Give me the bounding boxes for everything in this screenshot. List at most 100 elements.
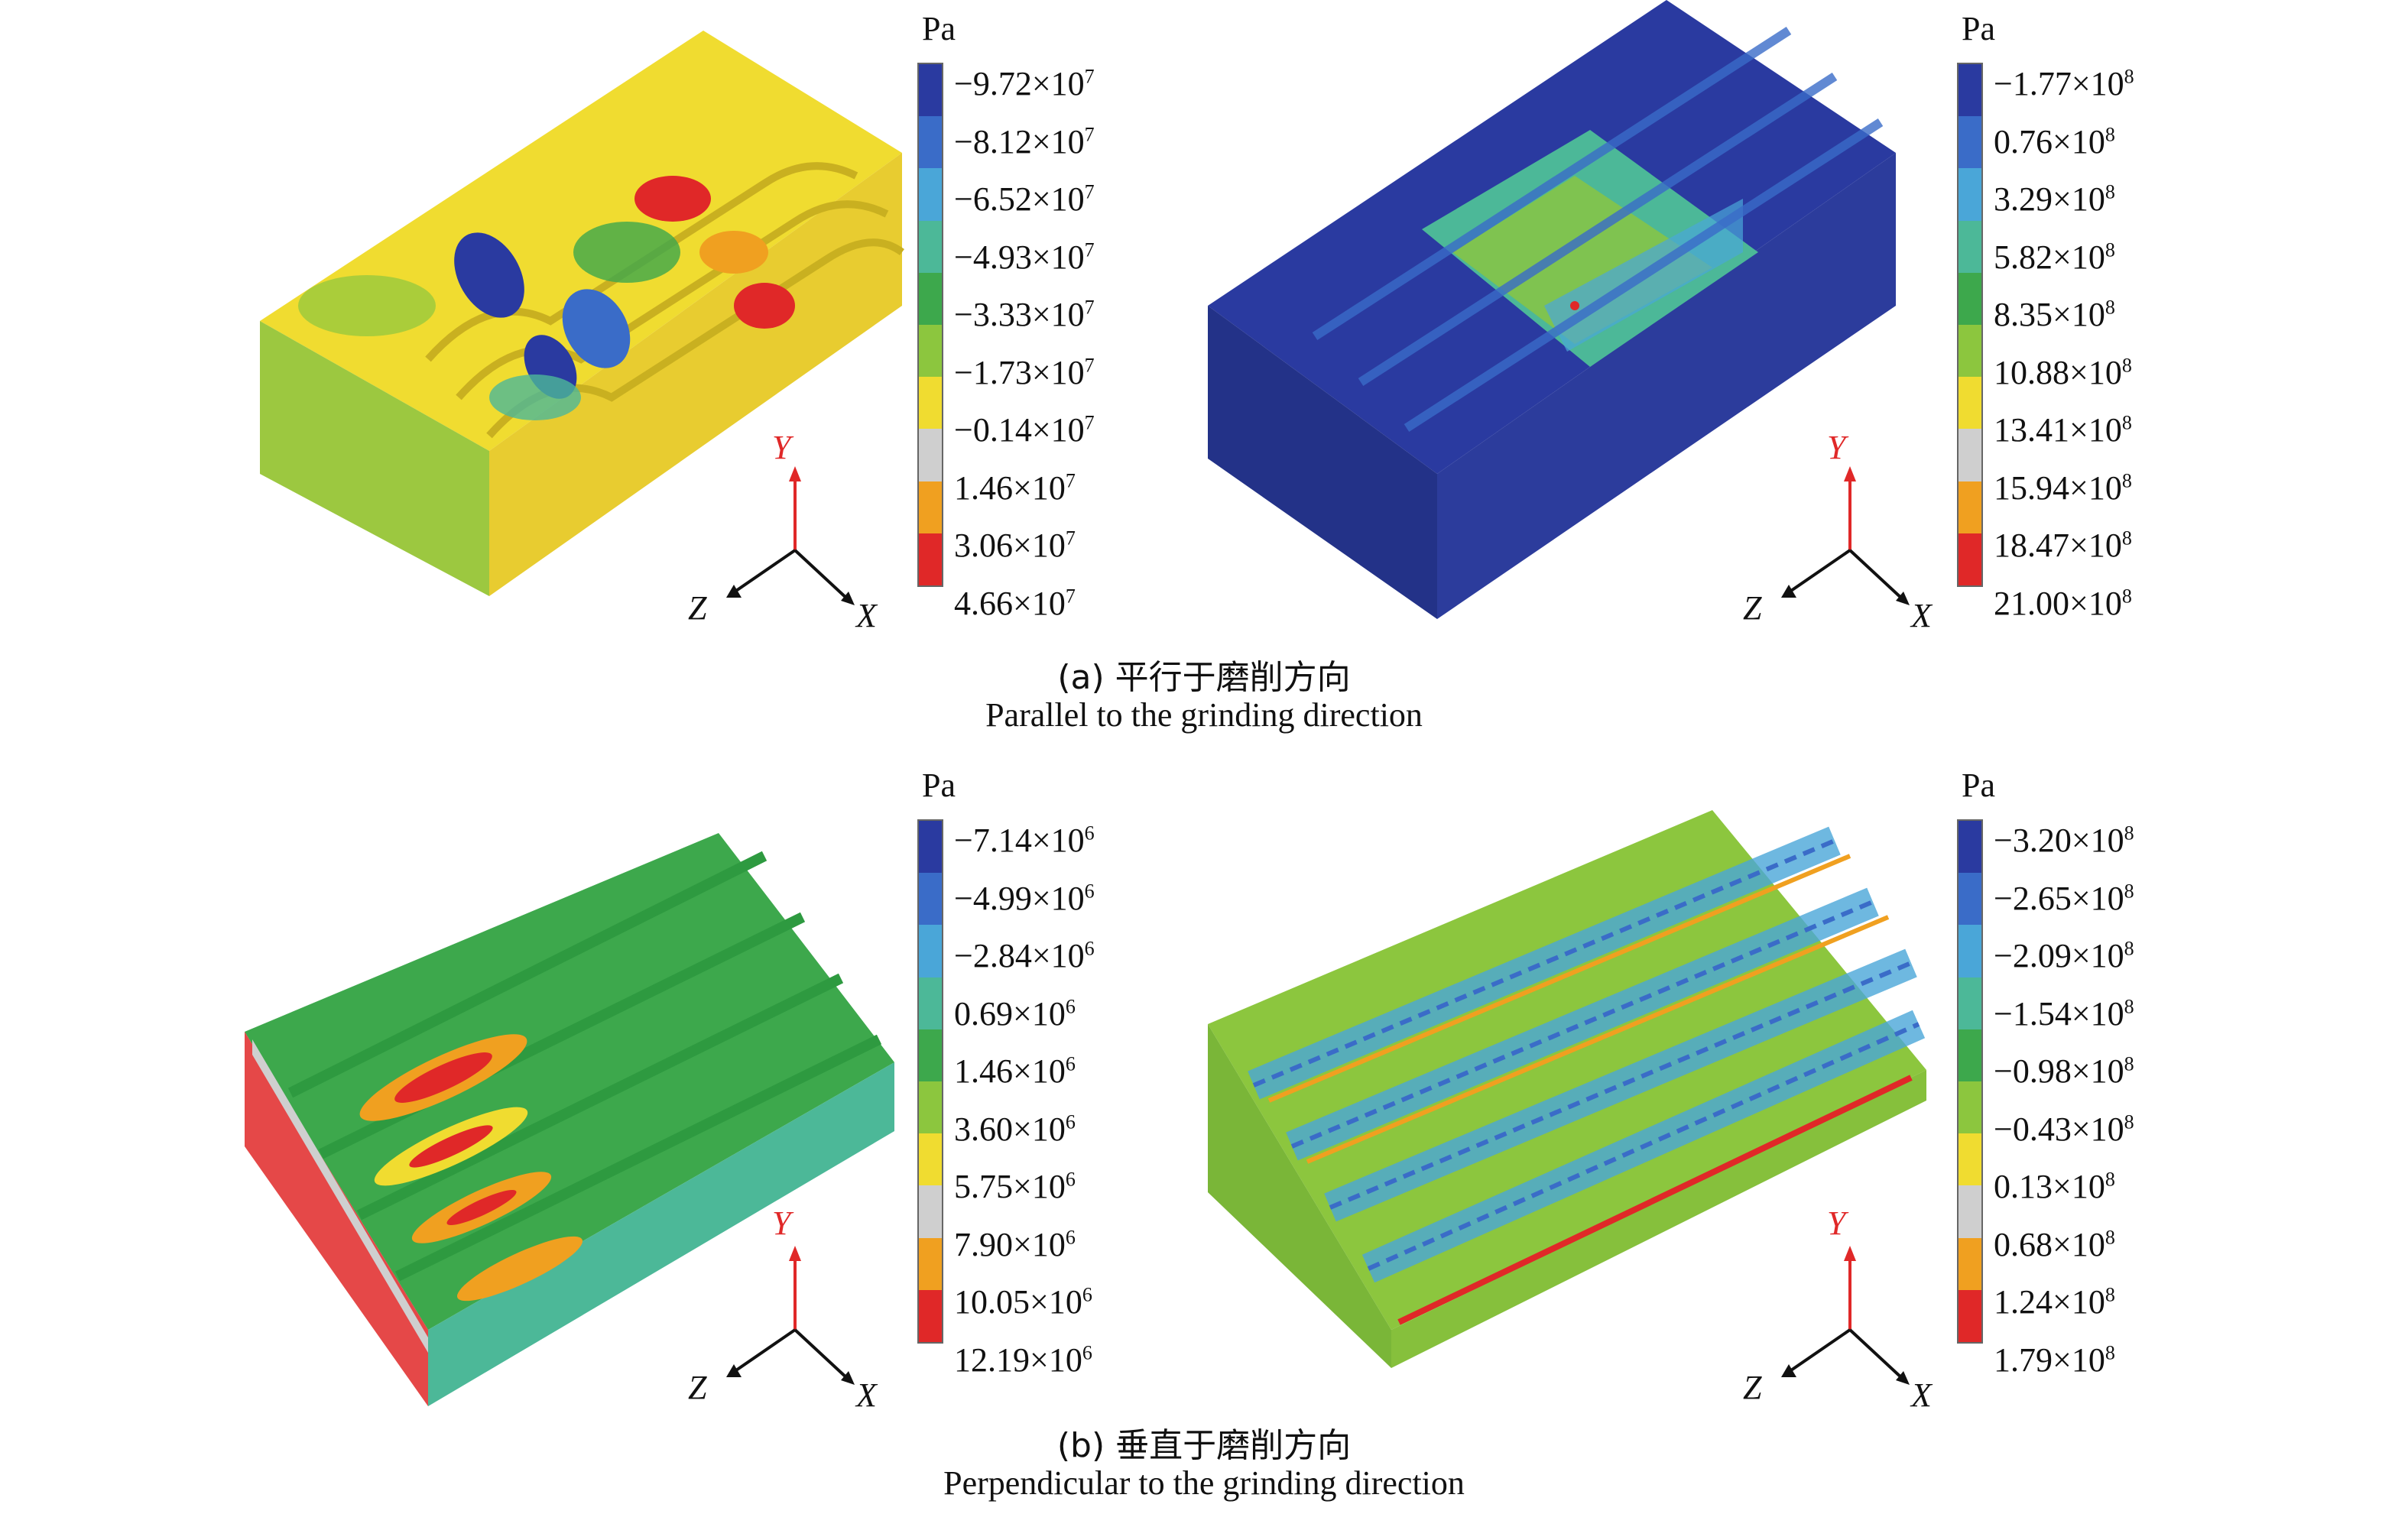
legend-color-bar bbox=[917, 63, 943, 587]
legend-label-mantissa: 10.88×10 bbox=[1994, 353, 2122, 391]
legend-label-exponent: 7 bbox=[1084, 180, 1095, 203]
legend-label: −9.72×107 bbox=[954, 64, 1095, 103]
legend-label-exponent: 8 bbox=[2121, 468, 2132, 491]
legend-label: −4.99×106 bbox=[954, 879, 1095, 918]
legend-label-mantissa: −2.09×10 bbox=[1994, 937, 2124, 974]
legend-label-mantissa: 21.00×10 bbox=[1994, 584, 2122, 622]
legend-unit: Pa bbox=[922, 767, 956, 804]
legend-swatch bbox=[919, 873, 942, 926]
legend-label-mantissa: 1.46×10 bbox=[954, 468, 1066, 507]
legend-color-bar bbox=[1957, 63, 1983, 587]
legend-label: −2.65×108 bbox=[1994, 879, 2134, 918]
legend-swatch bbox=[1959, 168, 1981, 221]
legend-label-exponent: 8 bbox=[2124, 65, 2134, 88]
model-a-left bbox=[260, 31, 904, 596]
legend-label-exponent: 8 bbox=[2124, 1052, 2134, 1075]
legend-swatch bbox=[1959, 873, 1981, 926]
legend-swatch bbox=[1959, 821, 1981, 874]
legend-label-mantissa: −0.14×10 bbox=[954, 411, 1085, 449]
axis-y-label: Y bbox=[1827, 429, 1849, 466]
legend-swatch bbox=[919, 1289, 942, 1342]
legend-label-mantissa: 5.75×10 bbox=[954, 1168, 1066, 1205]
legend-swatch bbox=[919, 481, 942, 533]
legend-label: 7.90×106 bbox=[954, 1225, 1076, 1264]
legend-label-mantissa: 15.94×10 bbox=[1994, 468, 2122, 507]
legend-label-exponent: 7 bbox=[1084, 296, 1095, 319]
legend-label-mantissa: 7.90×10 bbox=[954, 1225, 1066, 1263]
legend-label-exponent: 8 bbox=[2124, 879, 2134, 902]
legend-b-right: Pa−3.20×108−2.65×108−2.09×108−1.54×108−0… bbox=[1957, 764, 2217, 1379]
legend-label-exponent: 6 bbox=[1084, 937, 1095, 960]
legend-unit: Pa bbox=[1962, 10, 1995, 47]
legend-label: 0.76×108 bbox=[1994, 122, 2115, 161]
legend-label-mantissa: −3.33×10 bbox=[954, 296, 1085, 333]
axis-z-label: Z bbox=[688, 589, 707, 627]
legend-label: −1.73×107 bbox=[954, 353, 1095, 392]
legend-swatch bbox=[1959, 1289, 1981, 1342]
legend-label: −7.14×106 bbox=[954, 821, 1095, 860]
legend-color-bar bbox=[917, 819, 943, 1344]
legend-swatch bbox=[1959, 272, 1981, 325]
legend-label-mantissa: −6.52×10 bbox=[954, 180, 1085, 218]
legend-label: −1.54×108 bbox=[1994, 994, 2134, 1033]
legend-label-exponent: 8 bbox=[2105, 1168, 2115, 1191]
legend-label-mantissa: −4.93×10 bbox=[954, 238, 1085, 276]
axis-triad-a-left: Y X Z bbox=[688, 429, 878, 634]
legend-label-mantissa: 1.24×10 bbox=[1994, 1283, 2105, 1321]
legend-label: −6.52×107 bbox=[954, 180, 1095, 219]
legend-swatch bbox=[919, 324, 942, 378]
legend-label: 0.69×106 bbox=[954, 994, 1076, 1033]
legend-swatch bbox=[919, 1185, 942, 1238]
legend-label: 3.06×107 bbox=[954, 526, 1076, 565]
legend-label-exponent: 8 bbox=[2105, 122, 2115, 145]
legend-label-mantissa: −2.65×10 bbox=[1994, 879, 2124, 917]
legend-swatch bbox=[919, 821, 942, 874]
legend-swatch bbox=[919, 64, 942, 117]
legend-label: −3.20×108 bbox=[1994, 821, 2134, 860]
legend-label-mantissa: −1.73×10 bbox=[954, 353, 1085, 391]
legend-label-mantissa: −2.84×10 bbox=[954, 937, 1085, 974]
legend-label-exponent: 7 bbox=[1084, 411, 1095, 434]
legend-label-mantissa: −8.12×10 bbox=[954, 122, 1085, 160]
legend-label-exponent: 8 bbox=[2105, 1225, 2115, 1248]
legend-label: −2.09×108 bbox=[1994, 936, 2134, 975]
panel-b-figure: Y X Z Y X Z bbox=[245, 810, 1933, 1414]
legend-swatch bbox=[1959, 1081, 1981, 1134]
caption-b-zh: (b) 垂直于磨削方向 bbox=[1056, 1426, 1352, 1465]
legend-label-mantissa: 3.29×10 bbox=[1994, 180, 2105, 218]
legend-swatch bbox=[1959, 481, 1981, 533]
legend-label-mantissa: 3.06×10 bbox=[954, 527, 1066, 564]
legend-label-mantissa: 1.79×10 bbox=[1994, 1341, 2105, 1379]
legend-label-exponent: 6 bbox=[1065, 1110, 1076, 1133]
legend-swatch bbox=[1959, 429, 1981, 481]
legend-label-mantissa: −7.14×10 bbox=[954, 822, 1085, 859]
axis-y-label: Y bbox=[772, 429, 794, 466]
legend-label-mantissa: −9.72×10 bbox=[954, 65, 1085, 102]
legend-label: 3.29×108 bbox=[1994, 180, 2115, 219]
axis-x-label: X bbox=[1910, 597, 1933, 634]
legend-swatch bbox=[1959, 377, 1981, 430]
legend-label: 10.88×108 bbox=[1994, 353, 2132, 392]
legend-label-mantissa: −0.43×10 bbox=[1994, 1110, 2124, 1148]
legend-label: −8.12×107 bbox=[954, 122, 1095, 161]
legend-label-exponent: 8 bbox=[2121, 527, 2132, 550]
legend-label-exponent: 7 bbox=[1084, 238, 1095, 261]
legend-swatch bbox=[1959, 1237, 1981, 1290]
legend-label-exponent: 8 bbox=[2105, 296, 2115, 319]
legend-swatch bbox=[919, 168, 942, 221]
legend-label: 21.00×108 bbox=[1994, 584, 2132, 623]
legend-label: 18.47×108 bbox=[1994, 526, 2132, 565]
legend-label: 12.19×106 bbox=[954, 1341, 1092, 1379]
legend-swatch bbox=[1959, 1029, 1981, 1081]
legend-label-exponent: 8 bbox=[2124, 937, 2134, 960]
legend-label-mantissa: 0.68×10 bbox=[1994, 1225, 2105, 1263]
legend-label: −3.33×107 bbox=[954, 295, 1095, 334]
legend-swatch bbox=[919, 220, 942, 273]
legend-label-exponent: 7 bbox=[1084, 122, 1095, 145]
legend-swatch bbox=[1959, 925, 1981, 977]
panel-a-figure: Y X Z Y X Z bbox=[260, 0, 1933, 634]
legend-label-mantissa: 5.82×10 bbox=[1994, 238, 2105, 276]
legend-label: −0.98×108 bbox=[1994, 1052, 2134, 1091]
legend-swatch bbox=[919, 377, 942, 430]
